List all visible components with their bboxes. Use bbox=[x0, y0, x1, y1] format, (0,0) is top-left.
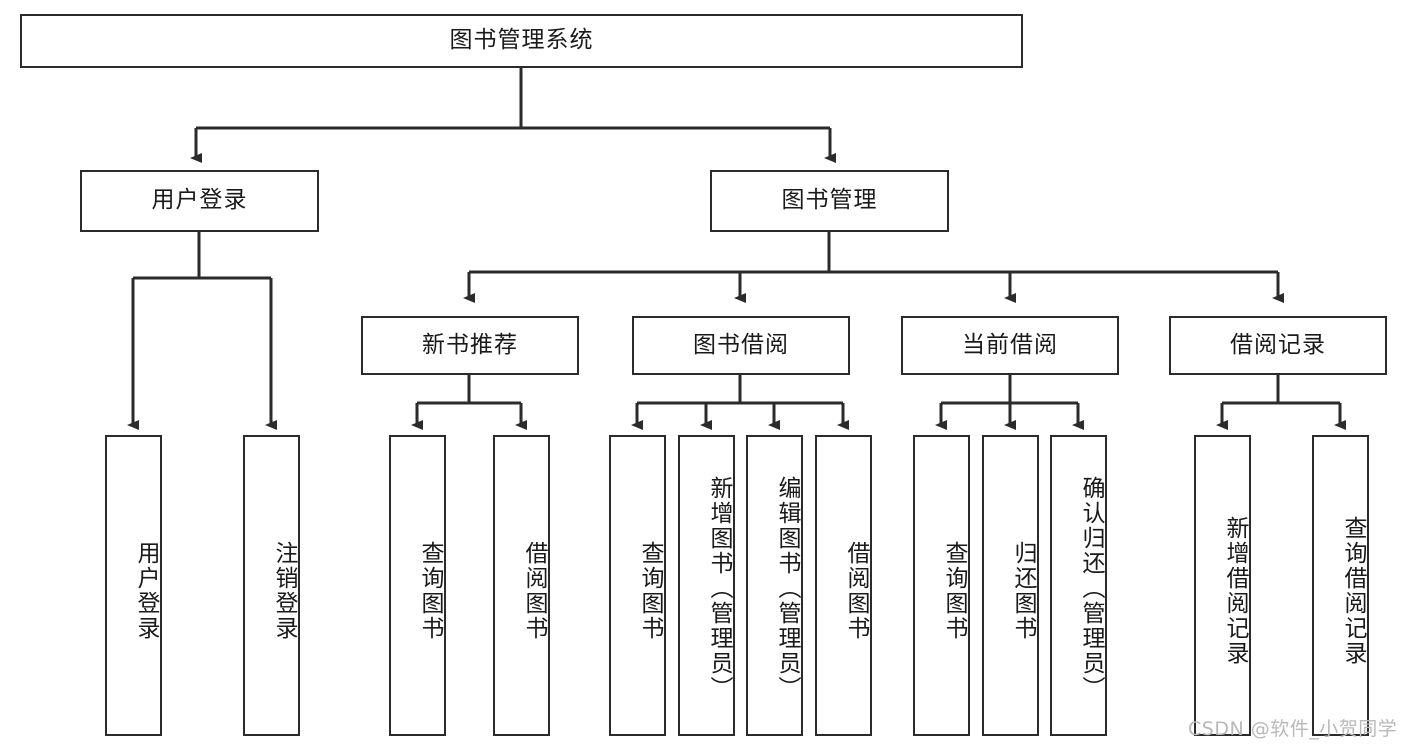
leaf-borrow-book-label: 借阅图书 bbox=[843, 540, 869, 641]
leaf-add-borrow-record[interactable]: 新增借阅记录 bbox=[1194, 435, 1251, 736]
leaf-add-borrow-record-label: 新增借阅记录 bbox=[1222, 515, 1248, 666]
leaf-edit-book-admin-label: 编辑图书（管理员） bbox=[774, 476, 800, 701]
leaf-confirm-return-admin-label: 确认归还（管理员） bbox=[1078, 476, 1104, 701]
node-current-borrow[interactable]: 当前借阅 bbox=[901, 316, 1119, 375]
node-new-book-recommend-label: 新书推荐 bbox=[422, 331, 518, 358]
leaf-borrow-book-new-label: 借阅图书 bbox=[521, 540, 547, 641]
leaf-user-login[interactable]: 用户登录 bbox=[105, 435, 162, 736]
leaf-logout[interactable]: 注销登录 bbox=[243, 435, 300, 736]
node-borrow-records[interactable]: 借阅记录 bbox=[1169, 316, 1387, 375]
leaf-query-borrow-record[interactable]: 查询借阅记录 bbox=[1312, 435, 1369, 736]
leaf-user-login-label: 用户登录 bbox=[133, 540, 159, 641]
watermark: CSDN @软件_小贺同学 bbox=[1188, 718, 1398, 740]
leaf-return-book-label: 归还图书 bbox=[1010, 540, 1036, 641]
leaf-query-book-current[interactable]: 查询图书 bbox=[913, 435, 970, 736]
leaf-edit-book-admin[interactable]: 编辑图书（管理员） bbox=[746, 435, 803, 736]
node-root-label: 图书管理系统 bbox=[449, 27, 594, 54]
node-root[interactable]: 图书管理系统 bbox=[20, 14, 1023, 68]
node-current-borrow-label: 当前借阅 bbox=[962, 331, 1058, 358]
leaf-add-book-admin[interactable]: 新增图书（管理员） bbox=[678, 435, 735, 736]
leaf-add-book-admin-label: 新增图书（管理员） bbox=[706, 476, 732, 701]
leaf-query-book-borrow-label: 查询图书 bbox=[637, 540, 663, 641]
leaf-query-book-current-label: 查询图书 bbox=[941, 540, 967, 641]
node-book-management[interactable]: 图书管理 bbox=[710, 170, 949, 232]
leaf-confirm-return-admin[interactable]: 确认归还（管理员） bbox=[1050, 435, 1107, 736]
node-book-borrow-label: 图书借阅 bbox=[693, 331, 789, 358]
node-user-login-label: 用户登录 bbox=[151, 187, 248, 214]
node-book-borrow[interactable]: 图书借阅 bbox=[632, 316, 850, 375]
node-book-management-label: 图书管理 bbox=[781, 187, 878, 214]
leaf-borrow-book-new[interactable]: 借阅图书 bbox=[493, 435, 550, 736]
leaf-query-book-new[interactable]: 查询图书 bbox=[389, 435, 446, 736]
leaf-query-borrow-record-label: 查询借阅记录 bbox=[1340, 515, 1366, 666]
node-new-book-recommend[interactable]: 新书推荐 bbox=[361, 316, 579, 375]
leaf-query-book-new-label: 查询图书 bbox=[417, 540, 443, 641]
leaf-borrow-book[interactable]: 借阅图书 bbox=[815, 435, 872, 736]
node-borrow-records-label: 借阅记录 bbox=[1230, 331, 1326, 358]
leaf-query-book-borrow[interactable]: 查询图书 bbox=[609, 435, 666, 736]
leaf-logout-label: 注销登录 bbox=[271, 540, 297, 641]
leaf-return-book[interactable]: 归还图书 bbox=[982, 435, 1039, 736]
node-user-login[interactable]: 用户登录 bbox=[80, 170, 319, 232]
